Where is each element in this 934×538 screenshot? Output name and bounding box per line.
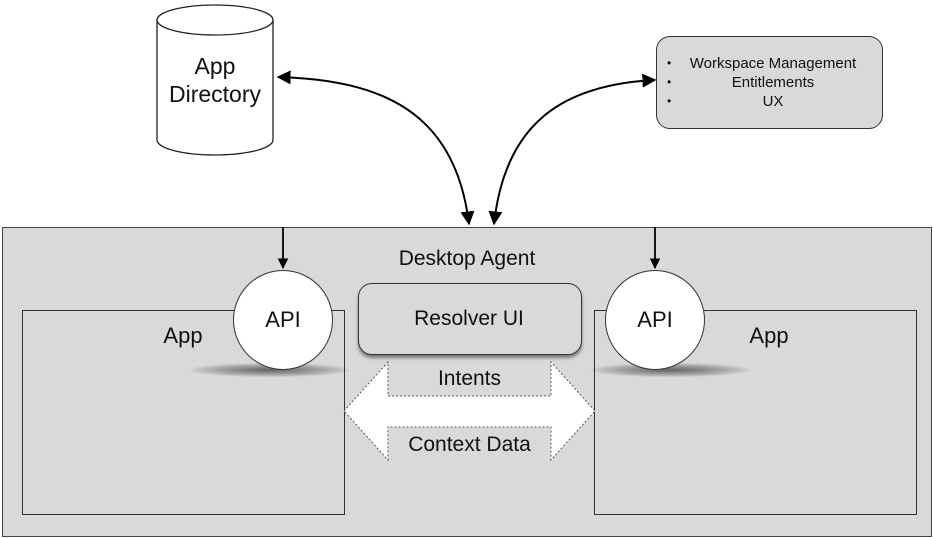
right-api-label: API [637, 307, 673, 332]
resolver-ui-box [358, 283, 582, 355]
capabilities-link-arrow [488, 73, 657, 226]
right-app-label: App [749, 323, 789, 348]
capability-item: •Entitlements [667, 74, 815, 91]
right-api-circle [605, 270, 705, 370]
left-app-label: App [163, 323, 203, 348]
resolver-ui-label: Resolver UI [414, 307, 524, 330]
capability-item: •UX [667, 93, 784, 110]
directory-link-arrow [276, 70, 475, 226]
intents-label: Intents [437, 367, 502, 390]
app-directory-label-line1: App [194, 53, 236, 79]
desktop-agent-title: Desktop Agent [398, 247, 536, 270]
right-api-shadow [590, 363, 750, 377]
capabilities-box [656, 36, 883, 129]
capabilities-list: •Workspace Management •Entitlements •UX [667, 54, 879, 111]
left-api-shadow [190, 363, 350, 377]
left-api-circle [233, 270, 333, 370]
left-api-label: API [265, 307, 301, 332]
database-icon [156, 4, 274, 156]
capability-item: •Workspace Management [667, 55, 857, 72]
app-directory-label-line2: Directory [168, 81, 261, 107]
context-data-label: Context Data [408, 433, 531, 456]
